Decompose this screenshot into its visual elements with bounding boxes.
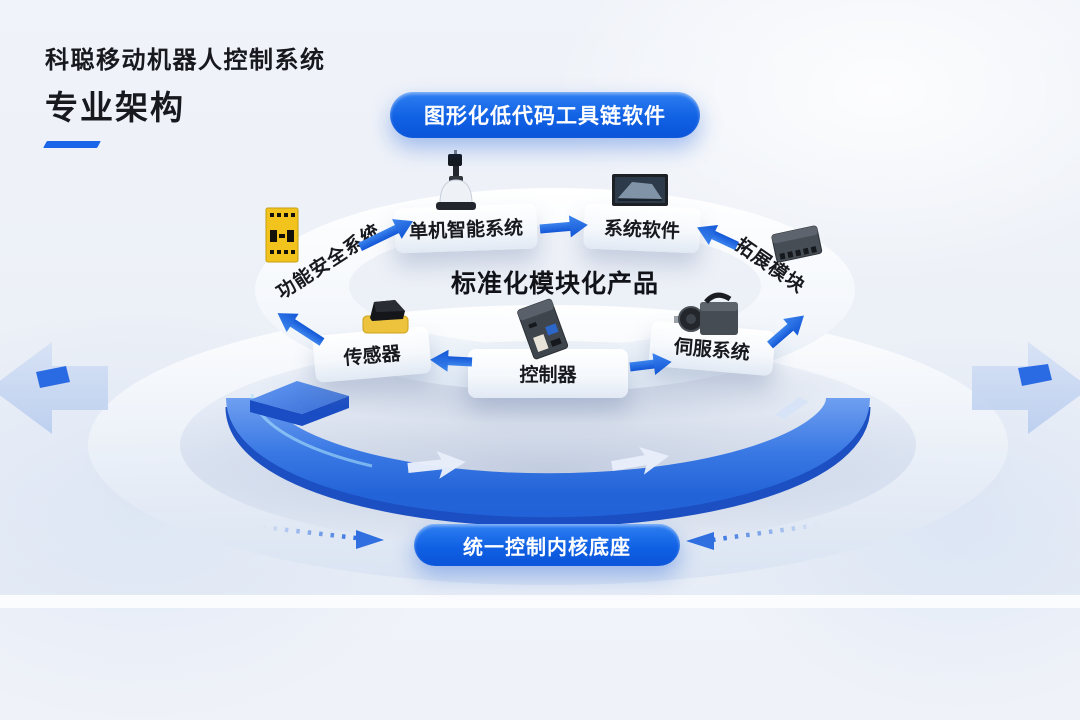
page-title: 科聪移动机器人控制系统 专业架构 [43, 40, 326, 148]
title-line2: 专业架构 [45, 89, 185, 126]
expansion-module-icon [766, 220, 828, 275]
agv-robot-icon [432, 150, 480, 219]
safety-plc-icon [264, 206, 300, 269]
hexagon-plate [250, 381, 349, 426]
node-controller: 控制器 [468, 349, 628, 398]
base-pill: 统一控制内核底座 [414, 524, 680, 566]
node-label: 控制器 [519, 365, 577, 386]
controller-board-icon [510, 298, 576, 367]
servo-motor-icon [674, 290, 742, 345]
node-label: 传感器 [342, 343, 402, 370]
dotted-arrow-left [261, 524, 384, 549]
software-screen-icon [612, 174, 668, 213]
band-arrow-icon [407, 397, 809, 479]
title-line1: 科聪移动机器人控制系统 [45, 47, 326, 74]
ring-center-label: 标准化模块化产品 [450, 270, 659, 298]
dotted-arrow-right [686, 522, 819, 550]
title-underline [43, 141, 101, 148]
outer-platform-ring [78, 304, 1018, 586]
base-pill-label: 统一控制内核底座 [463, 536, 631, 559]
toolchain-pill-label: 图形化低代码工具链软件 [424, 105, 666, 128]
left-side-arrow-icon [0, 342, 108, 434]
toolchain-pill: 图形化低代码工具链软件 [390, 92, 700, 138]
right-side-arrow-icon [972, 342, 1080, 434]
lidar-sensor-icon [360, 294, 412, 343]
node-label: 系统软件 [603, 218, 681, 243]
bottom-strip [0, 595, 1080, 608]
